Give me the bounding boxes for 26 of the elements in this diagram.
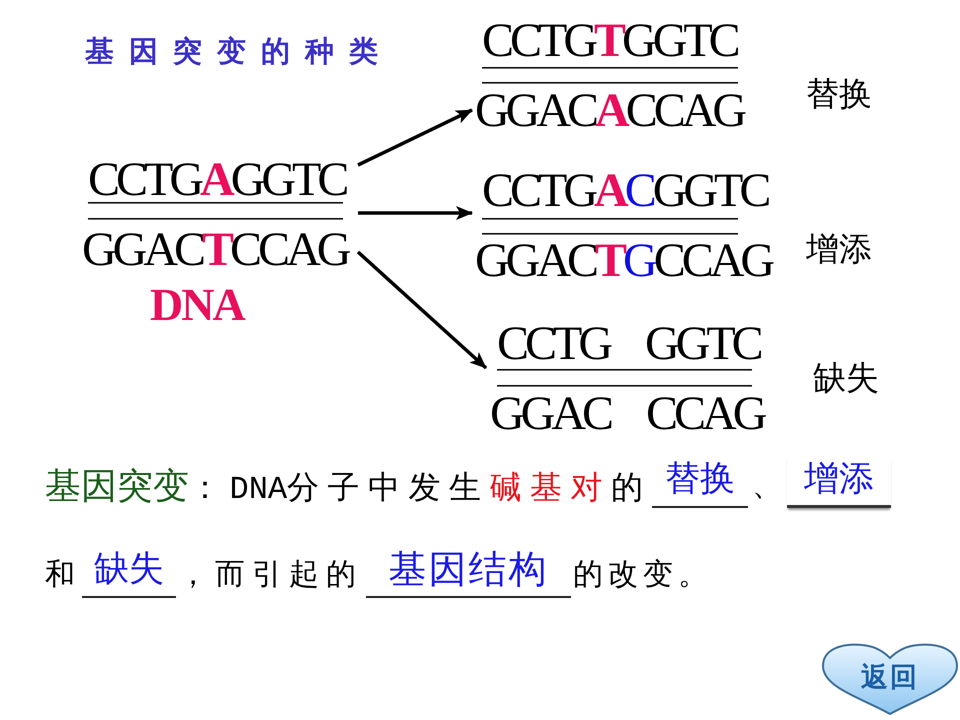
arrow [358, 206, 473, 220]
sentence-text: ，而引起的 [178, 556, 363, 594]
mutation-type-label: 替换 [806, 74, 872, 114]
sentence-text: 的改变。 [573, 556, 713, 594]
fill-in-line: 替换 [652, 456, 748, 508]
fill-in-line: 增添 [787, 456, 891, 508]
strand-sequence: CCTG GGTC [497, 320, 760, 368]
arrow [357, 108, 473, 167]
fill-in-line: 缺失 [82, 546, 176, 598]
strand-sequence: GGAC CCAG [490, 390, 764, 438]
strand-sequence: GGACTGCCAG [475, 237, 772, 285]
strand-sequence: GGACACCAG [475, 87, 744, 135]
molecule-label: DNA [150, 282, 244, 328]
strand-sequence: CCTGACGGTC [482, 167, 768, 215]
fill-in-line: 基因结构 [366, 546, 571, 598]
slide-title: 基因突变的种类 [85, 33, 393, 69]
strand-sequence: CCTGTGGTC [482, 17, 737, 65]
sentence-text: 、 [752, 467, 782, 505]
sentence-text: 基因突变：DNA分子中发生碱基对的 [45, 465, 652, 510]
strand-sequence: CCTGAGGTC [88, 156, 346, 204]
arrow [356, 250, 488, 370]
mutation-type-label: 增添 [806, 229, 872, 269]
heart-button: 返回 [820, 641, 960, 717]
strand-sequence: GGACTCCAG [82, 226, 348, 274]
mutation-type-label: 缺失 [813, 358, 879, 398]
sentence-text: 和 [45, 556, 75, 594]
